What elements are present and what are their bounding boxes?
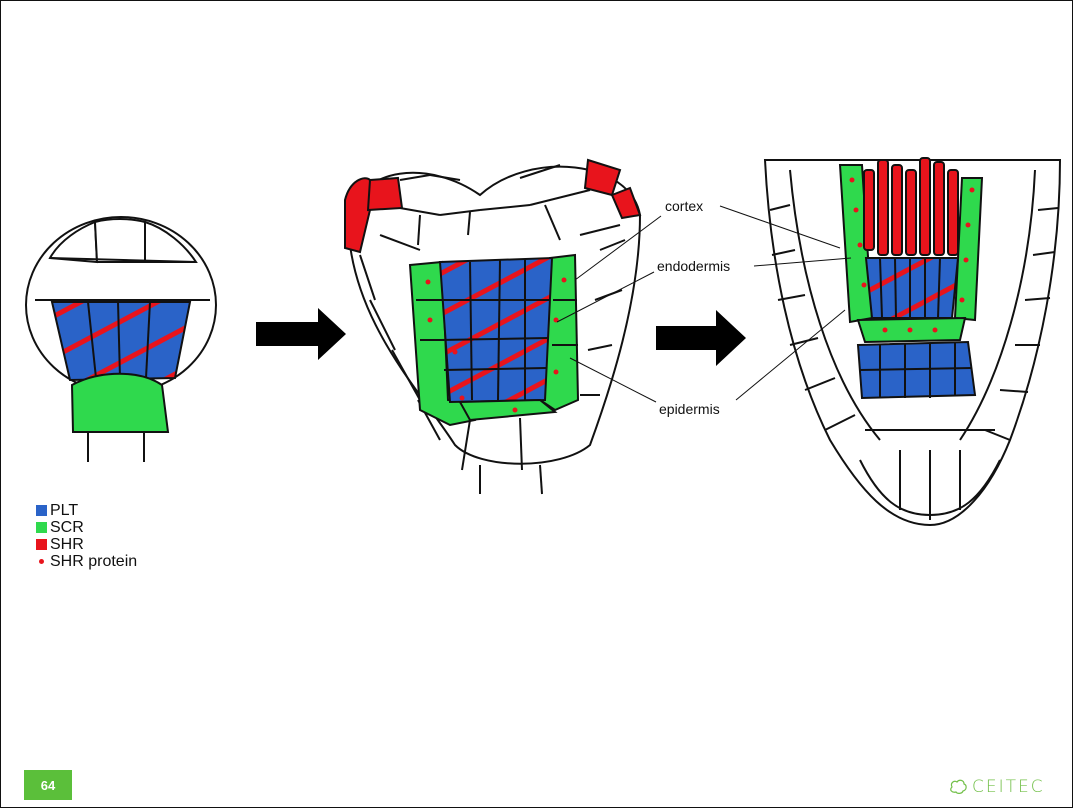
legend-item-shr-protein: SHR protein <box>36 553 137 570</box>
plt-swatch <box>36 505 47 516</box>
page-number: 64 <box>24 770 72 800</box>
stage-root-tip <box>765 158 1060 525</box>
legend-item-scr: SCR <box>36 519 137 536</box>
scr-swatch <box>36 522 47 533</box>
arrow-right-1 <box>256 308 346 360</box>
ceitec-logo-text: CEITEC <box>972 777 1045 797</box>
epidermis-label: epidermis <box>659 401 720 417</box>
stage-heart <box>345 160 640 494</box>
stage-embryo <box>26 217 216 462</box>
root-shr-stele <box>864 158 958 255</box>
legend-item-plt: PLT <box>36 502 137 519</box>
legend: PLT SCR SHR SHR protein <box>36 502 137 570</box>
legend-item-shr: SHR <box>36 536 137 553</box>
arrow-right-2 <box>656 310 746 366</box>
legend-label: SHR protein <box>50 553 137 570</box>
shr-swatch <box>36 539 47 550</box>
ceitec-logo: CEITEC <box>948 777 1045 797</box>
ceitec-logo-icon <box>948 779 968 795</box>
endodermis-label: endodermis <box>657 258 730 274</box>
shr-protein-dot <box>39 559 44 564</box>
heart-plt-core <box>440 258 552 402</box>
legend-label: SHR <box>50 536 84 553</box>
legend-label: PLT <box>50 502 78 519</box>
legend-label: SCR <box>50 519 84 536</box>
embryo-plt-region <box>52 302 190 380</box>
cortex-label: cortex <box>665 198 703 214</box>
embryo-scr-cell <box>72 374 168 432</box>
